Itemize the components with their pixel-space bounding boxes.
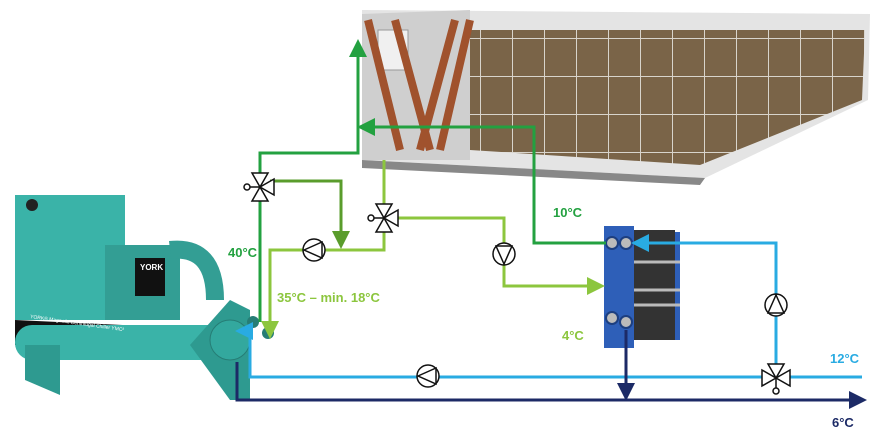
- dry-cooler-image: [362, 10, 870, 185]
- label-35c-min-18c: 35°C – min. 18°C: [277, 290, 380, 305]
- pipe-hx-chilled: [631, 234, 778, 378]
- pump-icon[interactable]: [302, 238, 326, 262]
- chiller-logo: YORK: [140, 263, 163, 272]
- chiller-image: YORK YORK® Magnetic Centrifugal Chiller …: [15, 195, 274, 400]
- label-12c: 12°C: [830, 351, 860, 366]
- label-6c: 6°C: [832, 415, 854, 430]
- label-40c: 40°C: [228, 245, 258, 260]
- pipe-cooler-return-10c: [357, 118, 606, 245]
- pipe-hot-supply: [258, 39, 367, 322]
- pump-icon[interactable]: [492, 242, 516, 266]
- label-10c: 10°C: [553, 205, 583, 220]
- pump-icon[interactable]: [416, 364, 440, 388]
- pipe-bypass: [270, 179, 350, 249]
- pipe-chilled-return: [235, 322, 862, 379]
- label-4c: 4°C: [562, 328, 584, 343]
- three-way-valve-icon[interactable]: [367, 203, 399, 233]
- pump-icon[interactable]: [764, 293, 788, 317]
- pipe-chilled-supply: [235, 362, 867, 409]
- three-way-valve-icon[interactable]: [761, 363, 791, 395]
- three-way-valve-icon[interactable]: [243, 172, 275, 202]
